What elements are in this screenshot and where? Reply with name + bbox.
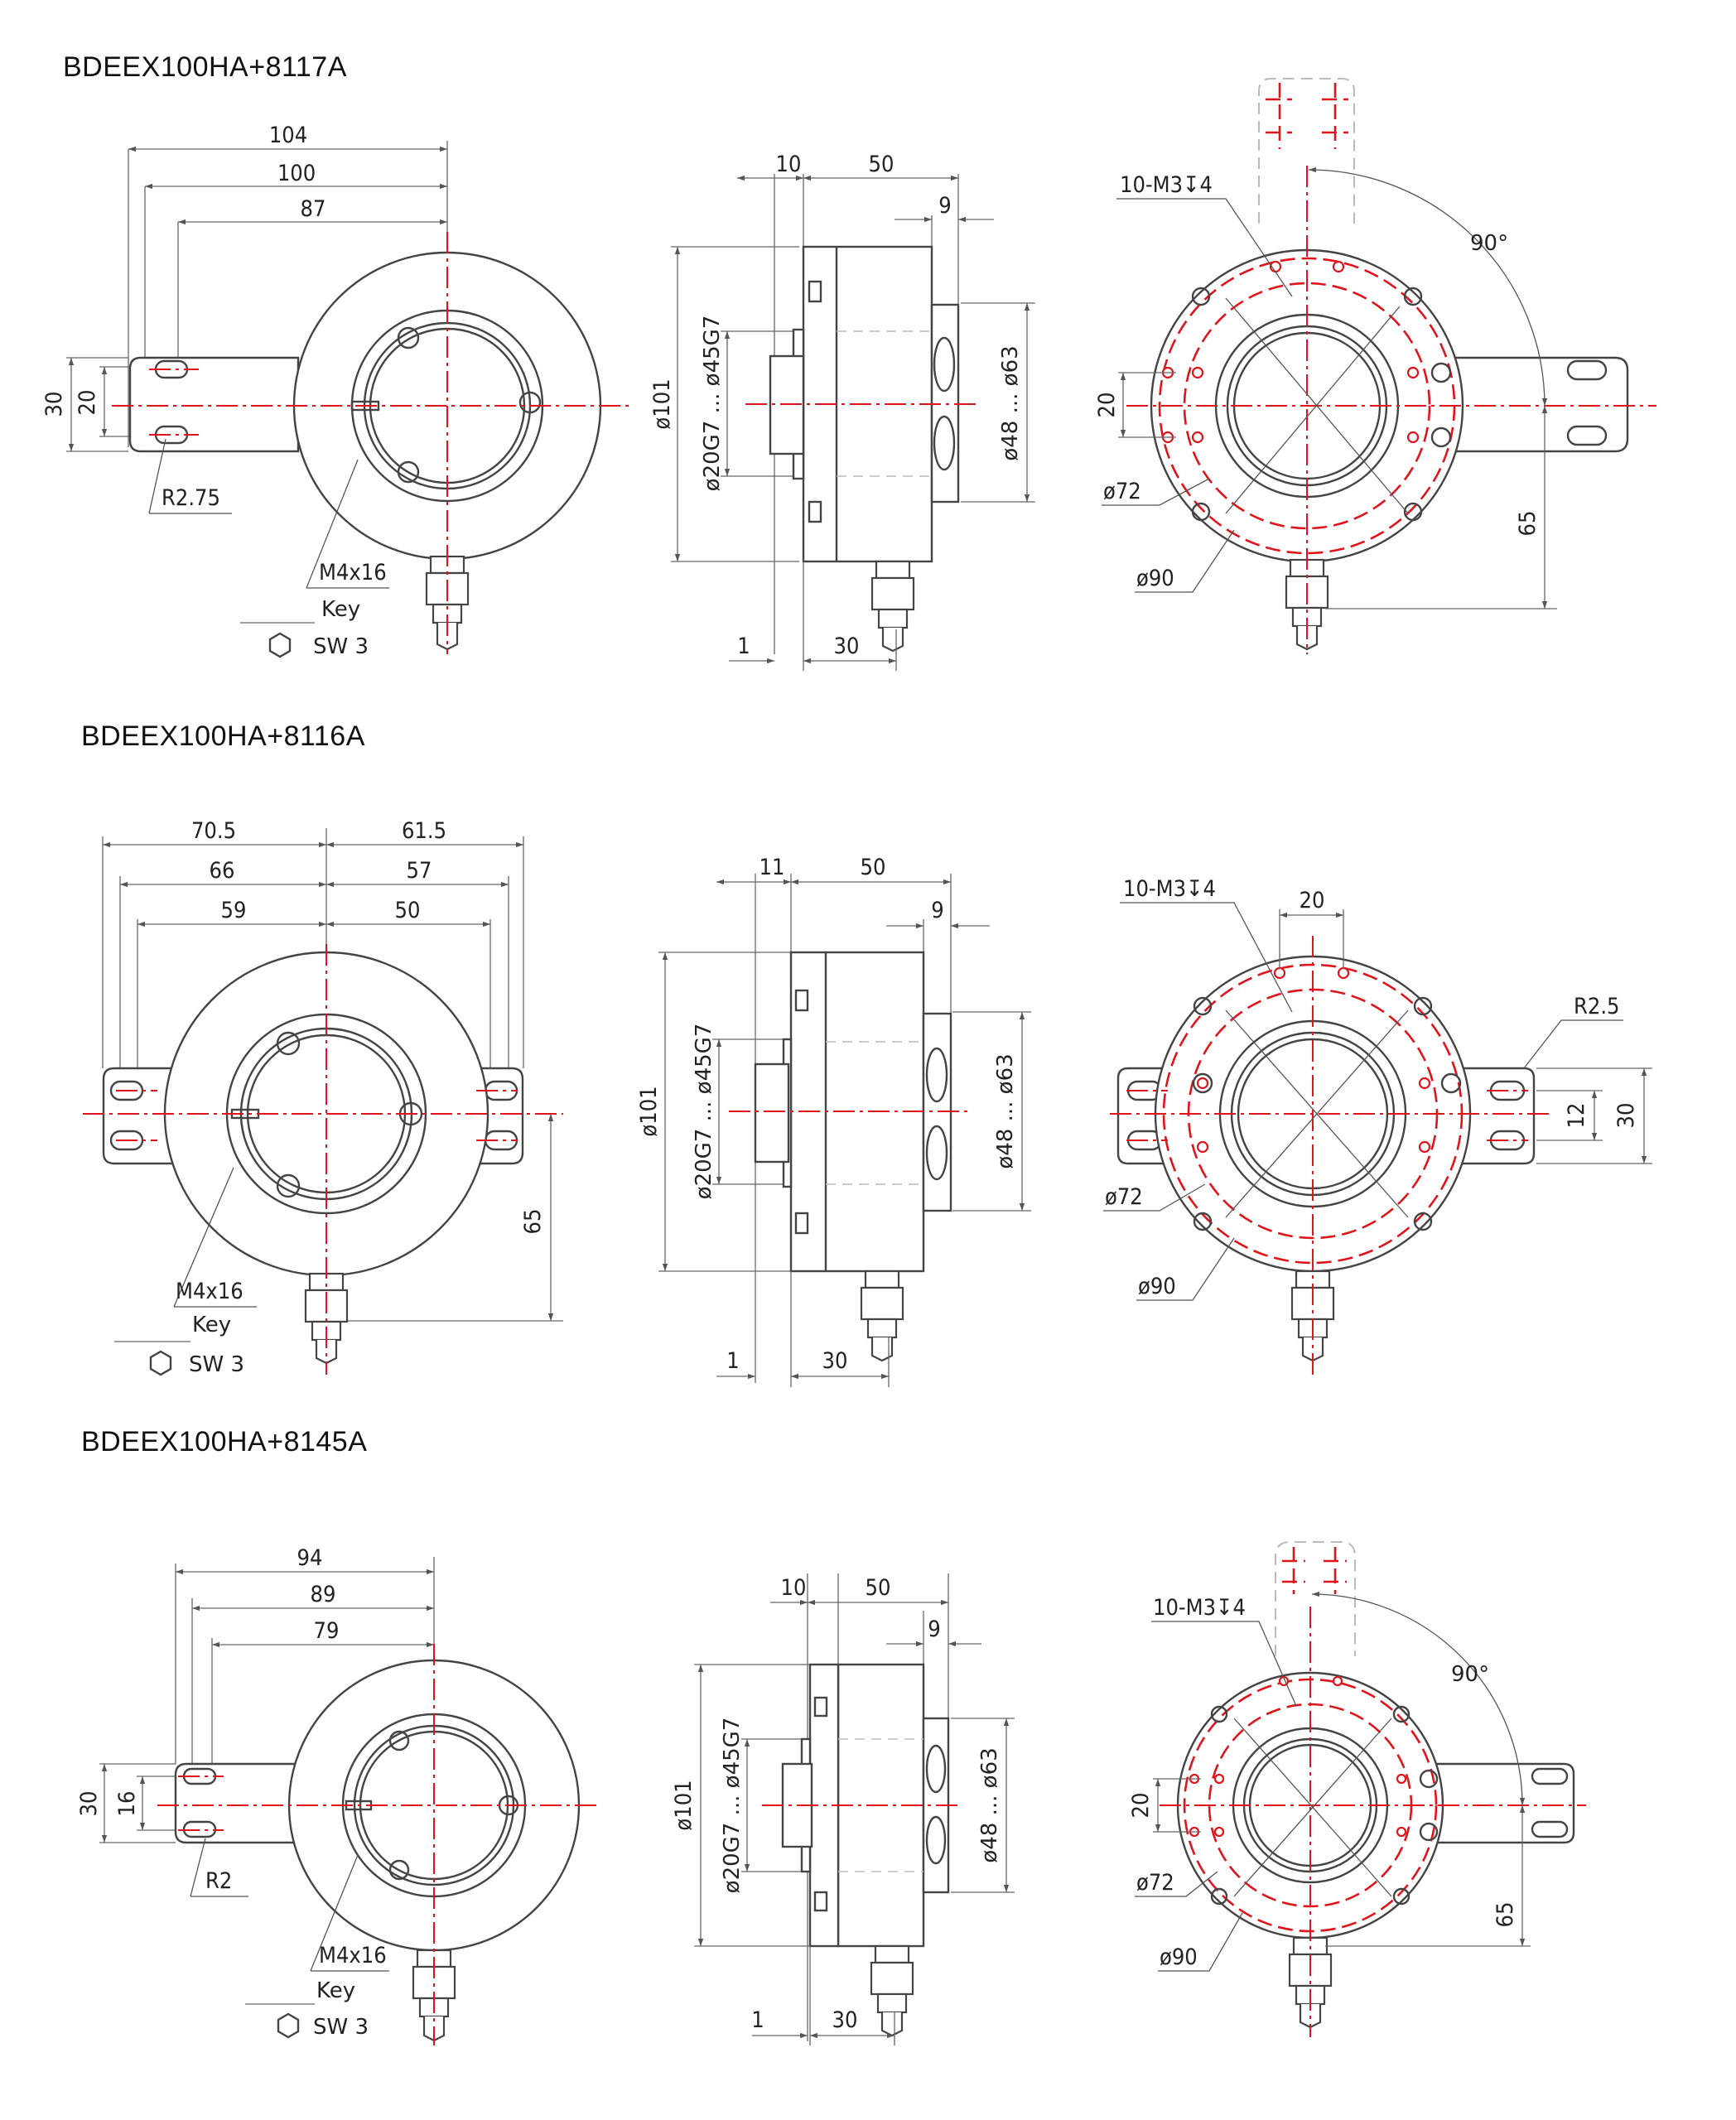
dim-66: 66 [210, 858, 235, 884]
dim-65: 65 [1515, 511, 1541, 537]
hex-key-icon [149, 1350, 172, 1376]
sw-label: SW 3 [189, 1352, 244, 1377]
dim-outer: ø48 ... ø63 [998, 345, 1023, 460]
radius-label: R2.5 [1574, 994, 1620, 1019]
dim-d101: ø101 [671, 1780, 697, 1830]
dim-11: 11 [760, 855, 785, 880]
dim-30: 30 [822, 1348, 848, 1374]
dim-16: 16 [114, 1791, 140, 1817]
dim-100: 100 [277, 161, 316, 186]
sw-label: SW 3 [313, 2015, 369, 2040]
dim-10: 10 [776, 152, 802, 177]
dim-1: 1 [737, 634, 750, 659]
screw-label: M4x16 [319, 560, 387, 585]
model-title-2: BDEEX100HA+8116A [81, 720, 365, 752]
sw-label: SW 3 [313, 634, 369, 659]
dim-104: 104 [269, 123, 307, 148]
dim-1: 1 [726, 1348, 739, 1374]
dim-d72: ø72 [1136, 1870, 1174, 1896]
side-view-8145a: 10 50 9 ø101 ø20G7 ... ø45G7 ø48 ... ø63 [671, 1573, 1015, 2045]
side-view-8116a: 11 50 9 ø101 ø20G7 ... ø45G7 ø48 ... ø63 [636, 855, 1031, 1387]
dim-9: 9 [928, 1616, 940, 1642]
dim-outer: ø48 ... ø63 [977, 1747, 1002, 1862]
model-title-3: BDEEX100HA+8145A [81, 1426, 368, 1458]
hex-key-icon [277, 2012, 300, 2039]
dim-d90: ø90 [1136, 566, 1174, 591]
rear-view-8116a: 20 12 30 10-M3↧4 R2.5 ø72 ø90 [1103, 876, 1652, 1375]
key-label: Key [316, 1978, 355, 2003]
dim-30: 30 [41, 392, 67, 417]
dim-1: 1 [751, 2007, 764, 2033]
dim-79: 79 [314, 1618, 340, 1644]
dim-bore: ø20G7 ... ø45G7 [692, 1024, 716, 1200]
screw-label: M4x16 [176, 1279, 244, 1304]
dim-20: 20 [1300, 888, 1325, 913]
dim-70-5: 70.5 [191, 818, 236, 844]
dim-d101: ø101 [649, 378, 675, 429]
dim-d90: ø90 [1160, 1944, 1198, 1970]
dim-50: 50 [395, 898, 421, 923]
dim-50: 50 [866, 1575, 891, 1601]
model-title-1: BDEEX100HA+8117A [63, 51, 347, 83]
angle-label: 90° [1451, 1662, 1489, 1687]
radius-label: R2.75 [162, 485, 220, 511]
dim-outer: ø48 ... ø63 [993, 1053, 1018, 1168]
dim-10: 10 [781, 1575, 807, 1601]
dim-20: 20 [1094, 393, 1120, 418]
dim-30: 30 [76, 1791, 102, 1817]
side-view-8117a: 10 50 9 ø101 ø20G7 ... ø45G7 ø48 ... ø63 [649, 152, 1035, 671]
dim-9: 9 [931, 898, 943, 923]
dim-87: 87 [301, 196, 326, 222]
dim-d101: ø101 [636, 1086, 662, 1136]
dim-12: 12 [1564, 1103, 1589, 1129]
rear-view-8145a: 90° 20 65 10-M3↧4 ø72 ø90 [1128, 1541, 1586, 2037]
key-label: Key [321, 597, 360, 622]
dim-89: 89 [311, 1582, 336, 1607]
dim-bore: ø20G7 ... ø45G7 [700, 316, 725, 492]
dim-30: 30 [1613, 1103, 1639, 1129]
dim-50: 50 [861, 855, 886, 880]
dim-65: 65 [520, 1209, 546, 1235]
dim-65: 65 [1492, 1902, 1518, 1928]
dim-9: 9 [938, 193, 951, 219]
holes-label: 10-M3↧4 [1120, 172, 1213, 198]
holes-label: 10-M3↧4 [1123, 876, 1216, 902]
angle-label: 90° [1470, 231, 1508, 256]
dim-61-5: 61.5 [402, 818, 446, 844]
dim-30: 30 [832, 2007, 858, 2033]
dim-20: 20 [1128, 1793, 1154, 1819]
dim-bore: ø20G7 ... ø45G7 [720, 1718, 745, 1894]
hex-key-icon [268, 632, 292, 658]
dim-20: 20 [75, 390, 100, 416]
dim-50: 50 [869, 152, 895, 177]
dim-d72: ø72 [1105, 1184, 1143, 1210]
dim-d90: ø90 [1138, 1274, 1176, 1299]
front-view-8145a: 94 89 79 30 16 R2 M4x16 Key [76, 1545, 596, 2045]
key-label: Key [192, 1313, 231, 1337]
dim-57: 57 [407, 858, 432, 884]
dim-30: 30 [834, 634, 860, 659]
radius-label: R2 [205, 1868, 232, 1894]
front-view-8116a: 70.5 61.5 66 57 59 50 65 [83, 818, 563, 1377]
dim-94: 94 [297, 1545, 323, 1571]
dim-59: 59 [221, 898, 247, 923]
screw-label: M4x16 [319, 1943, 387, 1968]
holes-label: 10-M3↧4 [1153, 1595, 1246, 1621]
dim-d72: ø72 [1103, 479, 1141, 504]
front-view-8117a: 104 100 87 30 20 [41, 123, 629, 659]
rear-view-8117a: 90° 20 65 10-M3↧4 ø72 ø90 [1094, 78, 1656, 654]
